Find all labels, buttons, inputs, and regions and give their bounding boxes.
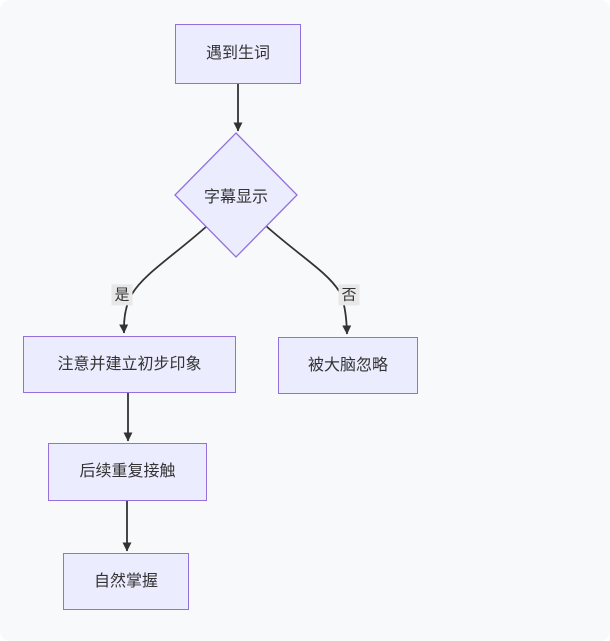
node-natural-mastery: 自然掌握 (63, 553, 189, 610)
edge-label-no: 否 (338, 284, 360, 306)
node-subtitle-display-shape (174, 132, 298, 258)
node-subtitle-display-label: 字幕显示 (203, 189, 268, 206)
node-repeated-contact: 后续重复接触 (48, 443, 207, 501)
node-encounter-word: 遇到生词 (175, 24, 301, 84)
node-brain-ignored: 被大脑忽略 (278, 337, 418, 394)
edge-decision-to-notice (119, 225, 208, 334)
node-notice-impression: 注意并建立初步印象 (23, 336, 236, 393)
edge-decision-to-ignored (265, 225, 352, 335)
edge-label-yes: 是 (111, 284, 133, 306)
